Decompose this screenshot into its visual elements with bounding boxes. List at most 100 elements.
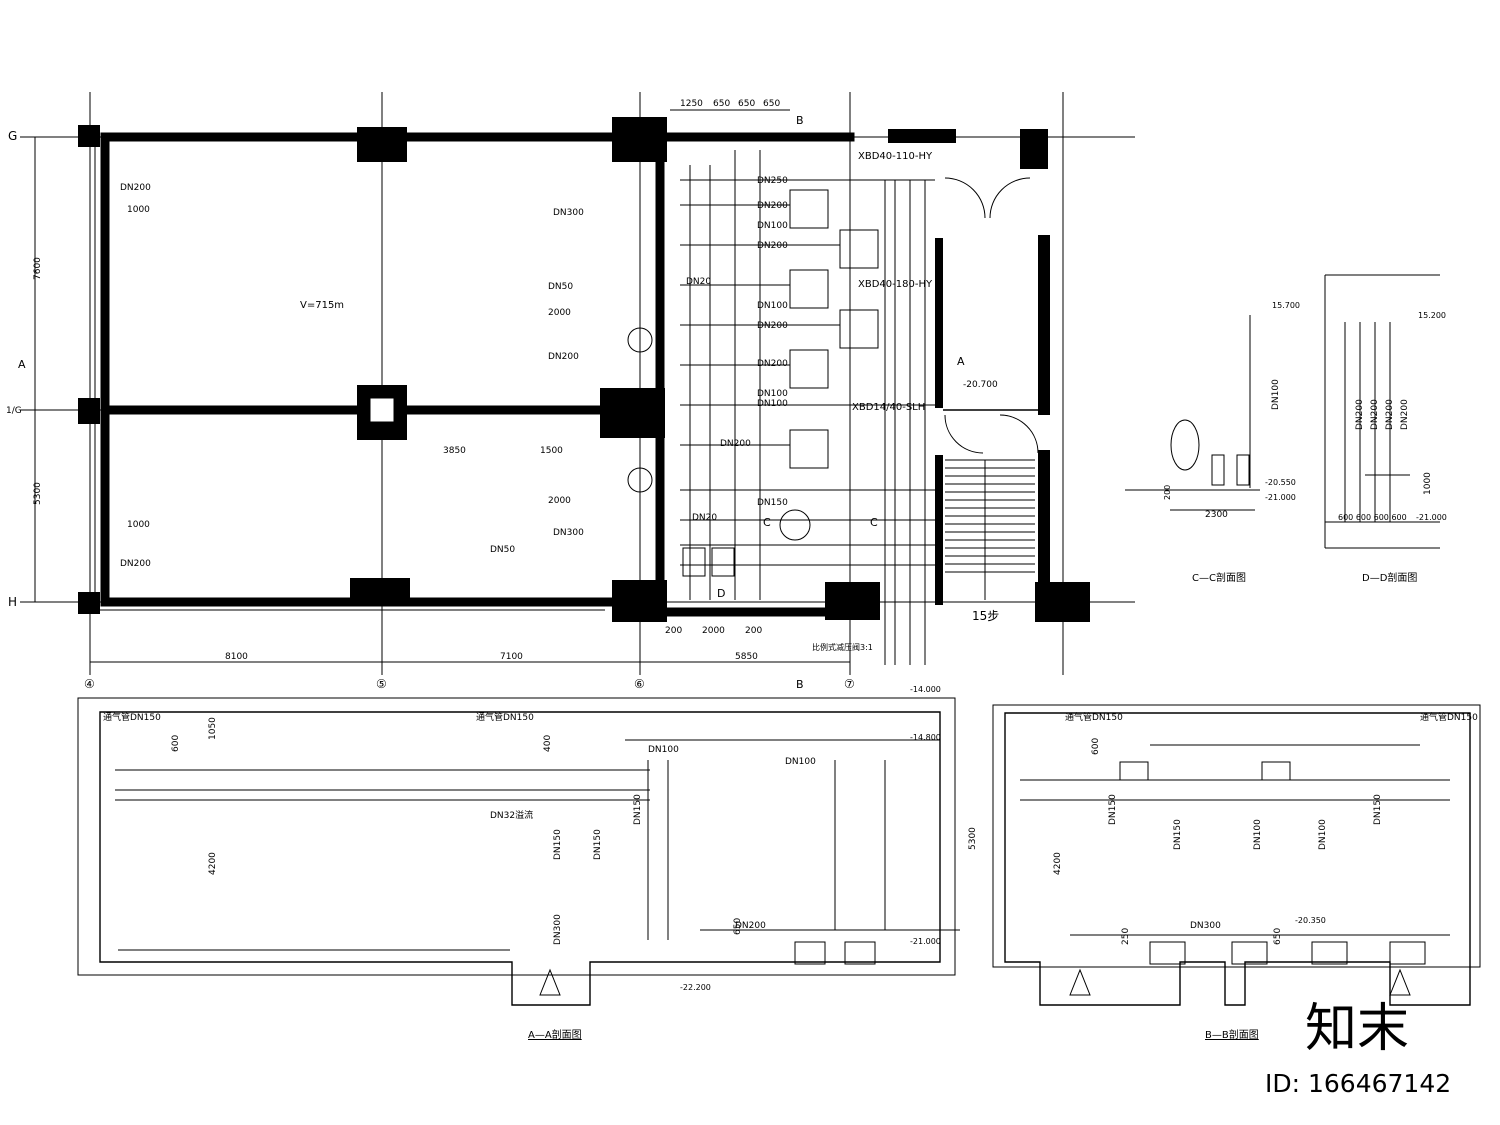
section-bb-outline xyxy=(1004,712,1471,1006)
label-dn150: DN150 xyxy=(757,498,788,508)
dim-1000: 1000 xyxy=(127,205,150,215)
section-bb: 通气管DN150 通气管DN150 DN300 DN150 DN100 DN10… xyxy=(992,704,1481,1041)
label-dn20: DN20 xyxy=(686,277,711,287)
column xyxy=(825,582,880,620)
label-dn32: DN32溢流 xyxy=(490,809,533,821)
label-dn200: DN200 xyxy=(757,241,788,251)
dim-4200: 4200 xyxy=(1053,852,1063,875)
column xyxy=(350,578,410,606)
door-swing xyxy=(944,177,1031,219)
section-mark-b: B xyxy=(796,114,804,127)
section-aa-outline xyxy=(99,711,941,1006)
wall-segment xyxy=(1038,235,1050,415)
section-cc-title: C—C剖面图 xyxy=(1192,571,1246,584)
label-dn150: DN150 xyxy=(1373,794,1383,825)
pump-base xyxy=(1149,941,1186,965)
label-dn100: DN100 xyxy=(757,389,788,399)
label-dn200: DN200 xyxy=(1370,399,1380,430)
label-dn100: DN100 xyxy=(757,221,788,231)
section-mark-b: B xyxy=(796,678,804,691)
dim-600: 600 xyxy=(171,735,181,752)
pump-base xyxy=(794,941,826,965)
dim-600: 600 xyxy=(1091,738,1101,755)
dim-5300: 5300 xyxy=(33,482,43,505)
dim-600s: 600 600 600 600 xyxy=(1338,513,1407,522)
wall-segment xyxy=(935,455,943,605)
label-dn150: DN150 xyxy=(593,829,603,860)
level-mark: -14.800 xyxy=(910,733,941,742)
sump-marker xyxy=(1069,968,1411,996)
section-mark-a: A xyxy=(957,355,965,368)
label-dn200: DN200 xyxy=(120,559,151,569)
section-bb-title: B—B剖面图 xyxy=(1205,1028,1259,1041)
vent-label: 通气管DN150 xyxy=(1420,711,1478,723)
label-dn300: DN300 xyxy=(553,208,584,218)
pump-model-2: XBD40-180-HY xyxy=(858,279,933,290)
dim-3850: 3850 xyxy=(443,446,466,456)
section-dd-frame xyxy=(1324,274,1440,549)
level-mark: -14.000 xyxy=(910,685,941,694)
column-core xyxy=(369,397,395,423)
column xyxy=(78,125,100,147)
floor-level: -20.700 xyxy=(963,380,998,390)
pump-model-1: XBD40-110-HY xyxy=(858,151,933,162)
dim-8100: 8100 xyxy=(225,652,248,662)
level-mark: 15.200 xyxy=(1418,311,1446,320)
sump-marker xyxy=(539,968,561,996)
grid-bubble-6: ⑥ xyxy=(634,677,645,691)
label-dn150: DN150 xyxy=(1108,794,1118,825)
plan-view: G 1/G H ④ ⑤ ⑥ ⑦ 8100 7100 5850 7600 5300… xyxy=(6,92,1135,691)
watermark-logo: 知末 xyxy=(1305,999,1409,1059)
section-dd-pipes xyxy=(1344,322,1410,522)
section-dd-title: D—D剖面图 xyxy=(1362,571,1417,584)
dim-650: 650 xyxy=(1273,928,1283,945)
tank-box xyxy=(1119,761,1149,781)
dim-1000: 1000 xyxy=(127,520,150,530)
level-mark: -20.550 xyxy=(1265,478,1296,487)
label-dn20: DN20 xyxy=(692,513,717,523)
pump-model-3: XBD14/40-SLH xyxy=(852,402,925,413)
dim-2000: 2000 xyxy=(548,496,571,506)
label-dn100: DN100 xyxy=(1253,819,1263,850)
dim-200: 200 xyxy=(1163,485,1172,500)
label-dn50: DN50 xyxy=(490,545,515,555)
dim-650: 650 xyxy=(738,99,755,109)
label-dn200: DN200 xyxy=(757,201,788,211)
reducer-label: 比例式减压阀3:1 xyxy=(812,642,873,652)
column xyxy=(1035,582,1090,622)
label-dn150: DN150 xyxy=(553,829,563,860)
dim-650: 650 xyxy=(733,918,743,935)
label-dn200: DN200 xyxy=(1400,399,1410,430)
label-dn200: DN200 xyxy=(757,321,788,331)
label-dn100: DN100 xyxy=(785,757,816,767)
pump-base xyxy=(1231,941,1268,965)
section-aa-frame xyxy=(77,697,956,976)
label-dn200: DN200 xyxy=(120,183,151,193)
pipes xyxy=(625,739,960,940)
vent-label: 通气管DN150 xyxy=(1065,711,1123,723)
label-dn150: DN150 xyxy=(1173,819,1183,850)
section-cc-lines xyxy=(1125,315,1260,511)
vent-label: 通气管DN150 xyxy=(103,711,161,723)
pressure-tank xyxy=(1170,419,1200,471)
section-mark-c: C xyxy=(870,516,878,529)
column xyxy=(78,592,100,614)
grid-bubble-4: ④ xyxy=(84,677,95,691)
wall-segment xyxy=(935,238,943,408)
section-cc: 15.700 DN100 -20.550 -21.000 2300 200 C—… xyxy=(1125,301,1300,584)
section-dd: 15.200 DN200 DN200 DN200 DN200 -21.000 1… xyxy=(1324,274,1447,584)
dim-7100: 7100 xyxy=(500,652,523,662)
stair-steps: 15步 xyxy=(972,609,999,623)
tank-box xyxy=(1261,761,1291,781)
label-dn300: DN300 xyxy=(553,914,563,945)
label-dn100: DN100 xyxy=(757,399,788,409)
pump-piping xyxy=(627,150,935,665)
level-mark: 15.700 xyxy=(1272,301,1300,310)
level-mark: -22.200 xyxy=(680,983,711,992)
dim-7600: 7600 xyxy=(33,257,43,280)
dim-1500: 1500 xyxy=(540,446,563,456)
grid-bubble-5: ⑤ xyxy=(376,677,387,691)
label-dn250: DN250 xyxy=(757,176,788,186)
level-mark: -21.000 xyxy=(1416,513,1447,522)
label-dn100: DN100 xyxy=(1271,379,1281,410)
